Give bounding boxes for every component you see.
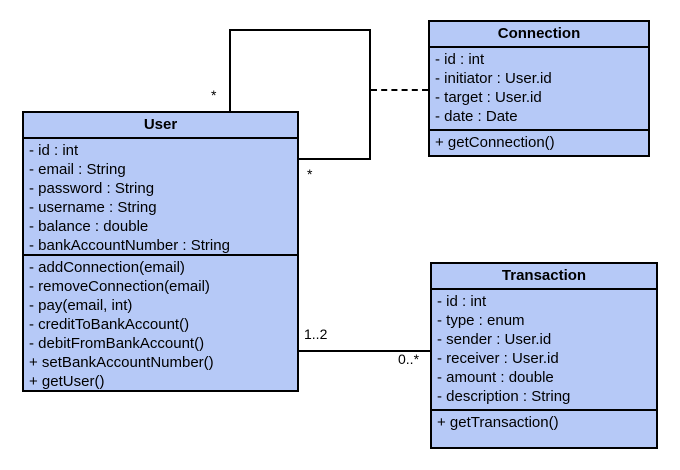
- class-member: - username : String: [29, 199, 157, 216]
- class-member: - target : User.id: [435, 89, 542, 106]
- class-member: - description : String: [437, 388, 571, 405]
- multiplicity-label-user-side: 1..2: [304, 326, 328, 342]
- class-member: + getTransaction(): [437, 414, 559, 431]
- class-member: - id : int: [29, 142, 79, 159]
- self-association-line-top: [229, 29, 371, 31]
- class-member: - email : String: [29, 161, 126, 178]
- class-member: - balance : double: [29, 218, 149, 235]
- class-member: - id : int: [435, 51, 485, 68]
- class-connection-attributes-section: - id : int - initiator : User.id - target …: [430, 48, 648, 131]
- class-transaction[interactable]: Transaction - id : int - type : enum - sen…: [430, 262, 658, 449]
- class-member: - amount : double: [437, 369, 554, 386]
- class-member: - receiver : User.id: [437, 350, 559, 367]
- class-member: - creditToBankAccount(): [29, 316, 190, 333]
- class-transaction-methods-section: + getTransaction(): [432, 411, 656, 447]
- class-transaction-title: Transaction: [432, 264, 656, 290]
- class-member: - addConnection(email): [29, 259, 185, 276]
- association-class-dashed-line: [371, 89, 428, 91]
- self-association-line-bottom: [299, 158, 371, 160]
- class-member: - debitFromBankAccount(): [29, 335, 205, 352]
- class-member: - date : Date: [435, 108, 518, 125]
- class-member: - pay(email, int): [29, 297, 133, 314]
- class-transaction-attributes-section: - id : int - type : enum - sender : User.i…: [432, 290, 656, 411]
- class-connection[interactable]: Connection - id : int - initiator : User.…: [428, 20, 650, 157]
- multiplicity-label-transaction-side: 0..*: [398, 351, 420, 367]
- class-member: + setBankAccountNumber(): [29, 354, 214, 371]
- user-transaction-association-line: [299, 350, 430, 352]
- multiplicity-label-self-assoc-top: *: [211, 87, 217, 103]
- class-member: - password : String: [29, 180, 155, 197]
- class-user-methods-section: - addConnection(email) - removeConnection…: [24, 256, 297, 390]
- multiplicity-label-self-assoc-bottom: *: [307, 166, 313, 182]
- class-connection-methods-section: + getConnection(): [430, 131, 648, 155]
- class-member: - removeConnection(email): [29, 278, 210, 295]
- self-association-line-left: [229, 29, 231, 111]
- self-association-line-right: [369, 29, 371, 160]
- class-user[interactable]: User - id : int - email : String - passwor…: [22, 111, 299, 392]
- class-connection-title: Connection: [430, 22, 648, 48]
- class-user-title: User: [24, 113, 297, 139]
- class-member: + getConnection(): [435, 134, 555, 151]
- class-user-attributes-section: - id : int - email : String - password : S…: [24, 139, 297, 256]
- class-member: - type : enum: [437, 312, 525, 329]
- class-member: - sender : User.id: [437, 331, 552, 348]
- class-member: - initiator : User.id: [435, 70, 552, 87]
- class-member: + getUser(): [29, 373, 105, 390]
- class-member: - bankAccountNumber : String: [29, 237, 230, 254]
- class-member: - id : int: [437, 293, 487, 310]
